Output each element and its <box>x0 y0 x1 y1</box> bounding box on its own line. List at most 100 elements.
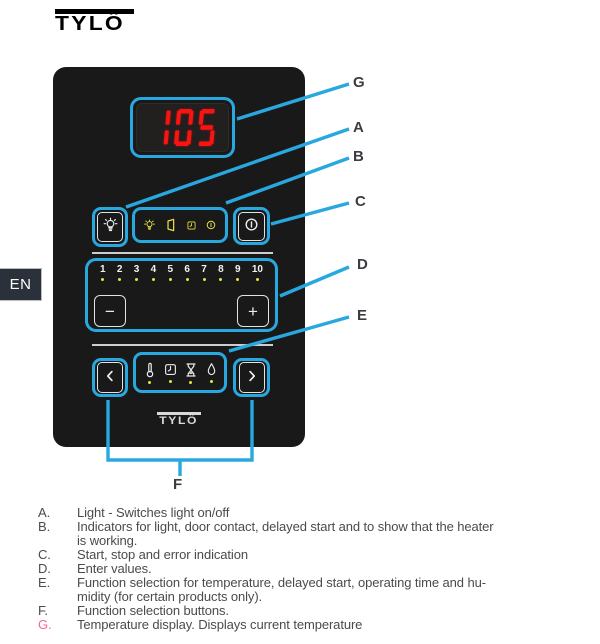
callout-letter-F: F <box>173 476 183 493</box>
number-label: 7 <box>201 264 207 275</box>
number-step: 7 <box>201 265 207 281</box>
power-icon <box>243 216 260 236</box>
light-button[interactable] <box>97 212 123 242</box>
temperature-display <box>130 97 235 158</box>
number-label: 1 <box>100 264 106 275</box>
number-label: 6 <box>184 264 190 275</box>
decrease-button[interactable]: − <box>94 295 126 327</box>
door-contact-icon <box>164 218 178 232</box>
legend-item: E. Function selection for temperature, de… <box>38 576 594 604</box>
number-step: 1 <box>100 265 106 281</box>
function-dot <box>148 380 151 384</box>
function-dot <box>168 380 172 383</box>
legend-line: Indicators for light, door contact, dela… <box>77 519 494 534</box>
number-dot <box>202 278 206 281</box>
legend-line: Function selection for temperature, dela… <box>77 575 486 590</box>
callout-letter-C: C <box>355 193 366 210</box>
number-step: 8 <box>218 265 224 281</box>
function-dot <box>209 380 213 383</box>
legend-item: F. Function selection buttons. <box>38 604 594 618</box>
legend-marker: A. <box>38 505 51 520</box>
legend-line: Temperature display. Displays current te… <box>77 617 363 632</box>
function-dot <box>189 380 192 384</box>
power-button[interactable] <box>238 211 265 241</box>
callout-letter-G: G <box>353 74 365 91</box>
panel-footer-logo: TYLÖ <box>53 412 305 427</box>
legend-item: D. Enter values. <box>38 562 594 576</box>
number-step: 9 <box>235 265 241 281</box>
indicator-group <box>132 207 228 243</box>
chevron-right-icon <box>244 368 260 387</box>
number-dot <box>219 278 223 281</box>
delayed-start-icon <box>163 362 178 383</box>
number-step: 3 <box>133 264 140 281</box>
legend-marker: C. <box>38 547 51 562</box>
legend-text: Temperature display. Displays current te… <box>77 618 362 632</box>
number-label: 3 <box>133 264 140 275</box>
light-indicator-icon <box>143 218 156 232</box>
increase-button[interactable]: + <box>237 295 269 327</box>
number-dot <box>101 278 105 281</box>
callout-letter-B: B <box>353 148 364 165</box>
callout-letter-E: E <box>357 307 368 324</box>
number-label: 10 <box>251 264 263 275</box>
legend-item: G. Temperature display. Displays current … <box>38 618 594 632</box>
delayed-start-icon <box>186 220 197 231</box>
callout-letter-A: A <box>353 119 364 136</box>
tylo-logo-bar <box>55 9 134 14</box>
light-bulb-icon <box>102 217 119 237</box>
number-dot <box>135 278 139 281</box>
number-step: 10 <box>252 265 263 281</box>
legend-line: Light - Switches light on/off <box>77 505 230 520</box>
prev-function-button[interactable] <box>97 362 123 393</box>
next-function-button[interactable] <box>238 362 265 393</box>
light-button-highlight <box>92 207 128 247</box>
language-tab: EN <box>0 268 42 301</box>
legend-text: Enter values. <box>77 562 152 576</box>
number-dot <box>185 278 189 281</box>
legend-marker: F. <box>38 603 48 618</box>
legend-item: B. Indicators for light, door contact, de… <box>38 520 594 548</box>
tylo-logo: TYLÖ <box>55 9 134 34</box>
tylo-logo-text: TYLÖ <box>55 13 125 35</box>
legend-marker: B. <box>38 519 51 534</box>
number-step: 5 <box>167 264 174 281</box>
number-dot <box>236 278 240 281</box>
divider-bottom <box>92 344 273 346</box>
legend-text: Start, stop and error indication <box>77 548 248 562</box>
language-tab-label: EN <box>9 276 32 293</box>
number-dot <box>255 278 259 281</box>
display-value <box>163 109 215 146</box>
display-screen <box>136 103 229 152</box>
minus-glyph: − <box>105 301 115 321</box>
legend-line: Function selection buttons. <box>77 603 229 618</box>
number-label: 2 <box>116 264 123 275</box>
next-button-highlight <box>233 358 270 397</box>
legend-line: is working. <box>77 533 138 548</box>
number-dot <box>151 278 155 281</box>
power-button-highlight <box>233 207 270 245</box>
legend-text: Indicators for light, door contact, dela… <box>77 520 494 548</box>
number-label: 4 <box>150 264 157 275</box>
humidity-icon <box>204 362 219 383</box>
plus-glyph: + <box>248 301 258 321</box>
legend-marker: D. <box>38 561 51 576</box>
legend-item: C. Start, stop and error indication <box>38 548 594 562</box>
function-group <box>133 352 227 393</box>
number-dot <box>168 278 172 281</box>
legend-line: midity (for certain products only). <box>77 589 263 604</box>
legend-marker: G. <box>38 617 52 632</box>
legend-marker: E. <box>38 575 51 590</box>
number-label: 5 <box>167 264 174 275</box>
number-step: 2 <box>116 264 123 281</box>
number-step: 4 <box>150 264 157 281</box>
divider-top <box>92 252 273 254</box>
callout-letter-D: D <box>357 256 368 273</box>
legend-text: Light - Switches light on/off <box>77 506 229 520</box>
legend-line: Start, stop and error indication <box>77 547 248 562</box>
